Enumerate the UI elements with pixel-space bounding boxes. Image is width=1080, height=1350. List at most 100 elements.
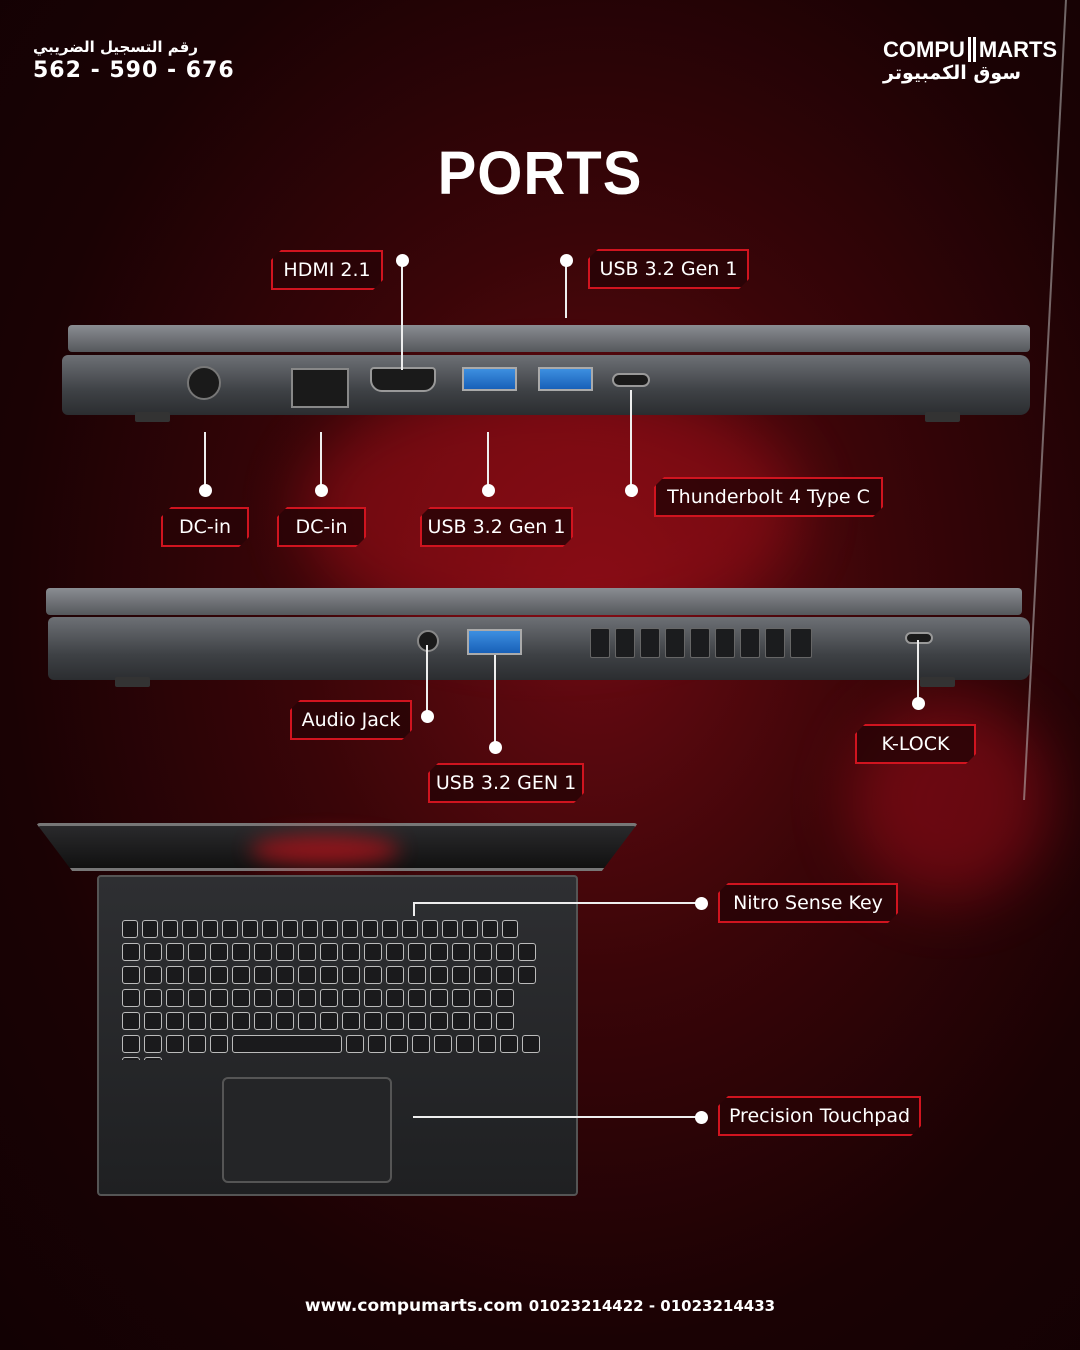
keyboard-key: [474, 989, 492, 1007]
callout-dot: [489, 741, 502, 754]
keyboard-key: [232, 1035, 342, 1053]
keyboard-key: [518, 943, 536, 961]
callout-dot: [199, 484, 212, 497]
keyboard-key: [276, 989, 294, 1007]
usb-port: [467, 629, 522, 655]
keyboard-key: [522, 1035, 540, 1053]
kensington-lock-slot: [905, 632, 933, 644]
keyboard-key: [442, 920, 458, 938]
callout-dot: [695, 1111, 708, 1124]
label-nitro-sense-key: Nitro Sense Key: [718, 883, 898, 923]
label-usb-top: USB 3.2 Gen 1: [588, 249, 749, 289]
keyboard-key: [144, 943, 162, 961]
keyboard-key: [188, 943, 206, 961]
dc-in-port: [187, 366, 221, 400]
keyboard-key: [474, 1012, 492, 1030]
keyboard-key: [254, 943, 272, 961]
keyboard: [120, 918, 556, 1060]
website-link[interactable]: www.compumarts.com: [304, 1296, 523, 1316]
keyboard-key: [298, 966, 316, 984]
keyboard-key: [496, 943, 514, 961]
callout-dot: [695, 897, 708, 910]
keyboard-key: [474, 966, 492, 984]
keyboard-key: [362, 920, 378, 938]
keyboard-key: [122, 1012, 140, 1030]
keyboard-key: [412, 1035, 430, 1053]
keyboard-key: [298, 989, 316, 1007]
label-usb-bottom: USB 3.2 Gen 1: [420, 507, 573, 547]
callout-dot: [482, 484, 495, 497]
keyboard-key: [320, 943, 338, 961]
keyboard-key: [462, 920, 478, 938]
keyboard-key: [298, 943, 316, 961]
keyboard-key: [182, 920, 198, 938]
keyboard-key: [430, 989, 448, 1007]
keyboard-key: [302, 920, 318, 938]
keyboard-key: [166, 1035, 184, 1053]
keyboard-key: [346, 1035, 364, 1053]
keyboard-key: [364, 1012, 382, 1030]
keyboard-key: [320, 1012, 338, 1030]
usb-c-port: [612, 373, 650, 387]
keyboard-key: [496, 1012, 514, 1030]
keyboard-key: [166, 989, 184, 1007]
keyboard-key: [122, 943, 140, 961]
footer-contact: www.compumarts.com 01023214422 - 0102321…: [0, 1296, 1080, 1316]
label-usb-right: USB 3.2 GEN 1: [428, 763, 584, 803]
keyboard-key: [298, 1012, 316, 1030]
keyboard-key: [254, 1012, 272, 1030]
touchpad: [222, 1077, 392, 1183]
keyboard-key: [364, 989, 382, 1007]
label-hdmi: HDMI 2.1: [271, 250, 383, 290]
keyboard-key: [188, 1012, 206, 1030]
callout-dot: [315, 484, 328, 497]
keyboard-key: [122, 966, 140, 984]
keyboard-key: [232, 989, 250, 1007]
hdmi-port: [370, 367, 436, 392]
keyboard-key: [518, 966, 536, 984]
keyboard-key: [496, 966, 514, 984]
keyboard-key: [452, 966, 470, 984]
keyboard-key: [386, 943, 404, 961]
keyboard-key: [166, 1012, 184, 1030]
keyboard-key: [188, 989, 206, 1007]
page-title: PORTS: [437, 139, 643, 208]
keyboard-key: [386, 1012, 404, 1030]
keyboard-key: [210, 966, 228, 984]
keyboard-key: [382, 920, 398, 938]
tax-registration-number: 562 - 590 - 676: [33, 58, 235, 83]
keyboard-key: [474, 943, 492, 961]
tax-registration-label: رقم التسجيل الضريبي: [33, 38, 198, 56]
label-audio-jack: Audio Jack: [290, 700, 412, 740]
keyboard-key: [342, 920, 358, 938]
keyboard-key: [434, 1035, 452, 1053]
keyboard-key: [502, 920, 518, 938]
keyboard-key: [144, 1035, 162, 1053]
label-k-lock: K-LOCK: [855, 724, 976, 764]
keyboard-key: [142, 920, 158, 938]
keyboard-key: [430, 943, 448, 961]
keyboard-key: [478, 1035, 496, 1053]
keyboard-key: [188, 966, 206, 984]
keyboard-key: [402, 920, 418, 938]
keyboard-key: [364, 943, 382, 961]
keyboard-key: [122, 920, 138, 938]
keyboard-key: [386, 966, 404, 984]
keyboard-key: [408, 966, 426, 984]
keyboard-key: [254, 966, 272, 984]
keyboard-key: [456, 1035, 474, 1053]
keyboard-key: [162, 920, 178, 938]
keyboard-key: [452, 943, 470, 961]
keyboard-key: [210, 1012, 228, 1030]
label-dc-in: DC-in: [161, 507, 249, 547]
usb-port: [462, 367, 517, 391]
keyboard-key: [368, 1035, 386, 1053]
usb-port: [538, 367, 593, 391]
keyboard-key: [144, 1057, 162, 1060]
keyboard-key: [166, 943, 184, 961]
keyboard-key: [144, 989, 162, 1007]
keyboard-key: [276, 966, 294, 984]
keyboard-key: [482, 920, 498, 938]
keyboard-key: [122, 1057, 140, 1060]
